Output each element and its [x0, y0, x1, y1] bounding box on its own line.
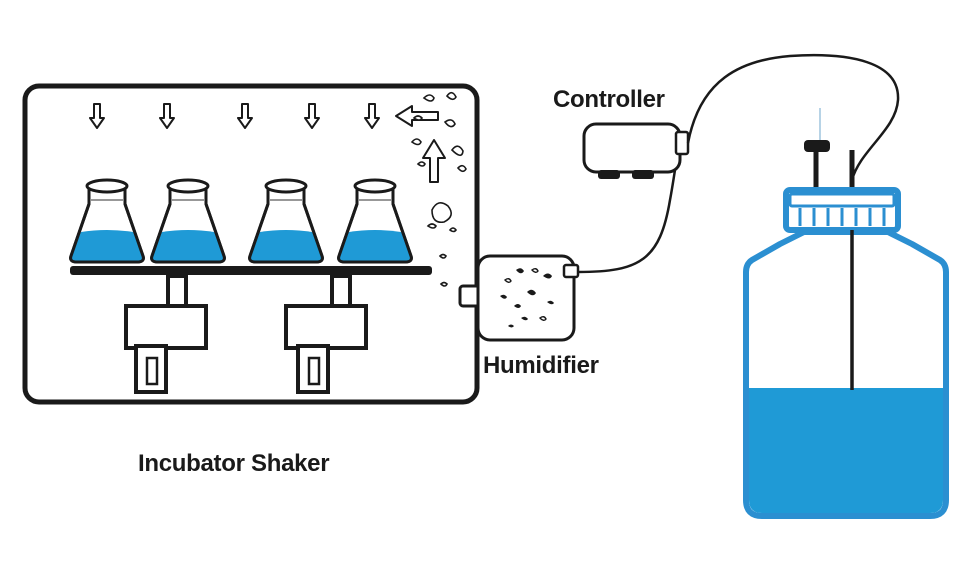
controller-cable — [686, 53, 900, 196]
water-bottle-icon — [743, 108, 949, 519]
controller-icon — [582, 122, 690, 179]
incubator-shaker-label: Incubator Shaker — [138, 450, 330, 477]
up-arrow-icon — [422, 139, 446, 183]
shaker-mechanism — [124, 274, 208, 394]
controller-label: Controller — [553, 86, 665, 113]
shaker-mechanism — [284, 274, 368, 394]
vapor-droplets — [410, 91, 467, 287]
shaker-platform — [70, 266, 432, 275]
humidifier-icon — [458, 254, 580, 342]
humidifier-label: Humidifier — [483, 352, 599, 379]
